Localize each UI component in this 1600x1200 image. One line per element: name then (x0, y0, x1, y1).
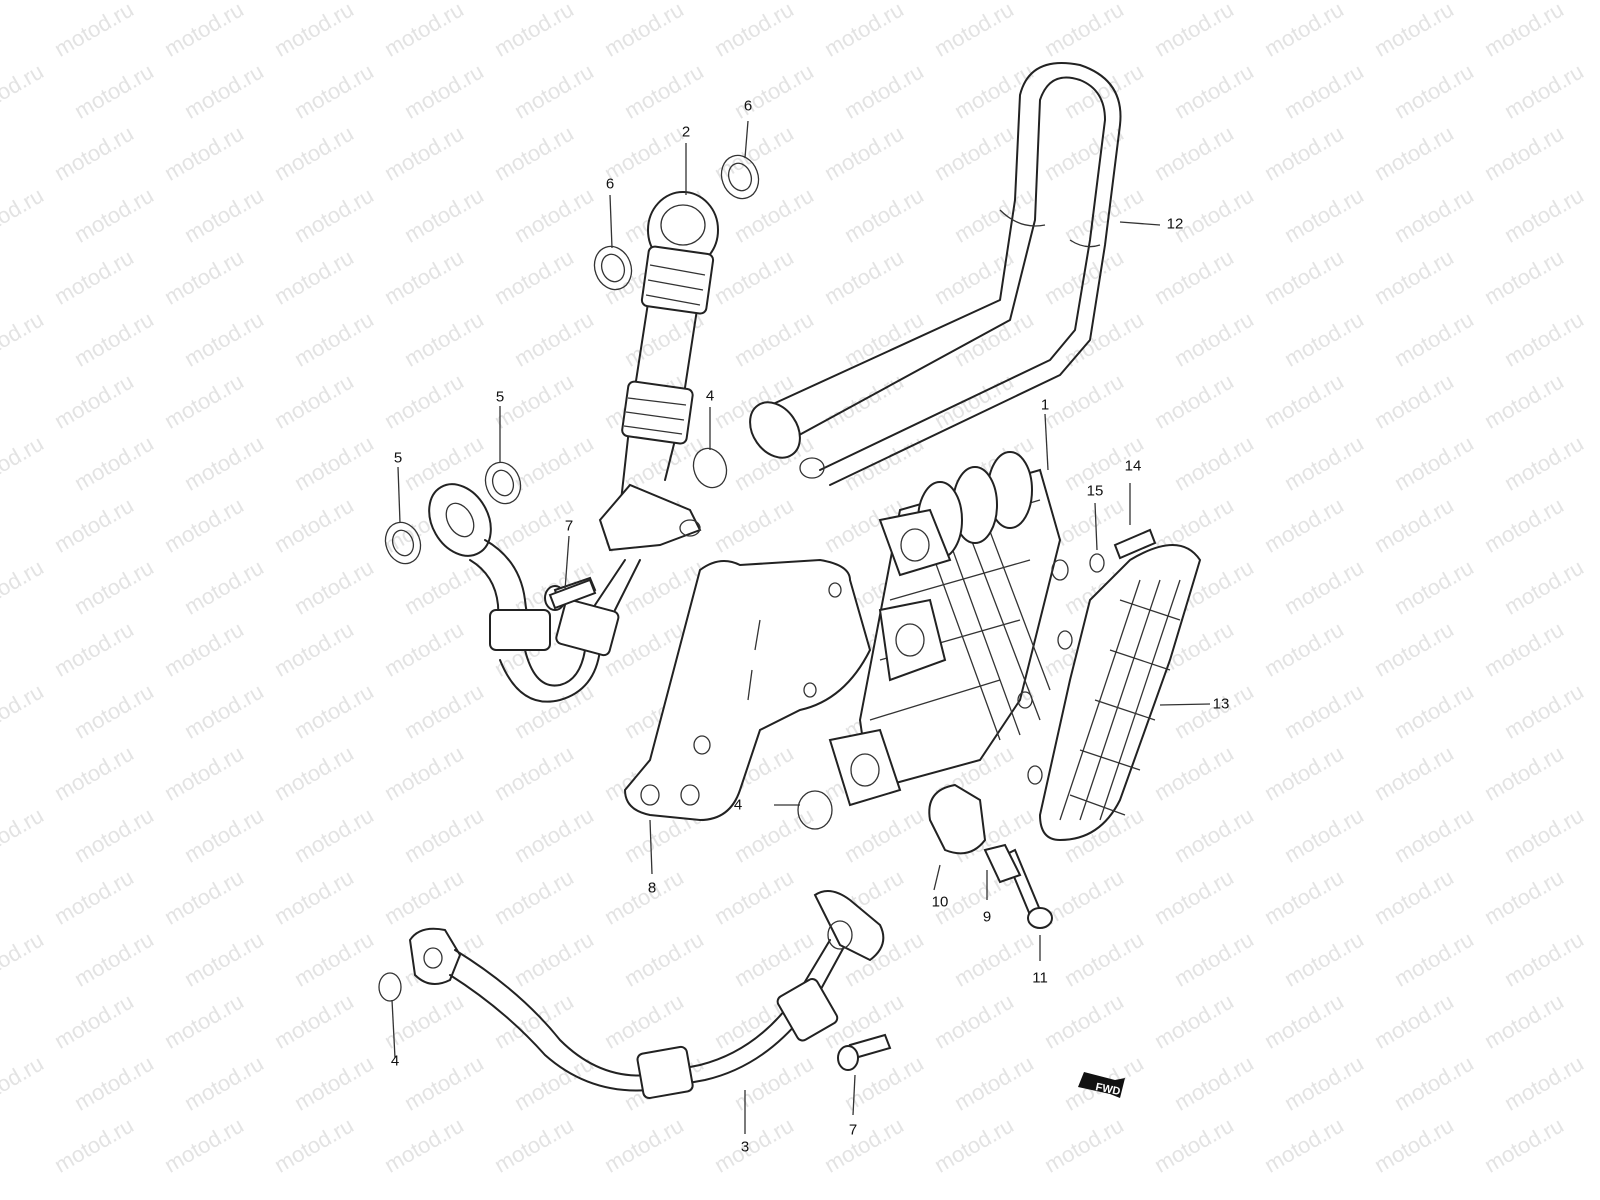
callout-4-middle: 4 (733, 796, 743, 814)
fwd-arrow-icon: FWD (1078, 1072, 1125, 1098)
callout-14: 14 (1124, 457, 1142, 475)
hose-elbow (428, 483, 641, 703)
callout-4-lower: 4 (390, 1052, 400, 1070)
oil-pipe-3 (408, 890, 885, 1100)
callout-15: 15 (1086, 482, 1104, 500)
callout-11: 11 (1032, 969, 1048, 987)
callout-6-right: 6 (743, 97, 753, 115)
callout-12: 12 (1166, 215, 1184, 233)
oil-cooler-1 (828, 451, 1069, 807)
hose-2 (598, 191, 719, 552)
bolts (548, 528, 1157, 1071)
callout-5-right: 5 (495, 388, 505, 406)
leader-lines (391, 120, 1211, 1134)
callout-5-left: 5 (393, 449, 403, 467)
oil-pipe-12 (749, 62, 1122, 486)
callout-7-upper: 7 (564, 517, 574, 535)
fwd-label: FWD (1094, 1081, 1121, 1098)
callout-1: 1 (1040, 396, 1050, 414)
callout-6-left: 6 (605, 175, 615, 193)
callout-4-upper: 4 (705, 387, 715, 405)
callout-2: 2 (681, 123, 691, 141)
callout-10: 10 (931, 893, 949, 911)
callout-8: 8 (647, 879, 657, 897)
o-rings (378, 154, 1105, 1002)
cooler-guard-13 (1027, 544, 1202, 842)
callout-9: 9 (982, 908, 992, 926)
callout-13: 13 (1212, 695, 1230, 713)
bracket-8 (623, 558, 872, 822)
callout-7-lower: 7 (848, 1121, 858, 1139)
callout-3: 3 (740, 1138, 750, 1156)
